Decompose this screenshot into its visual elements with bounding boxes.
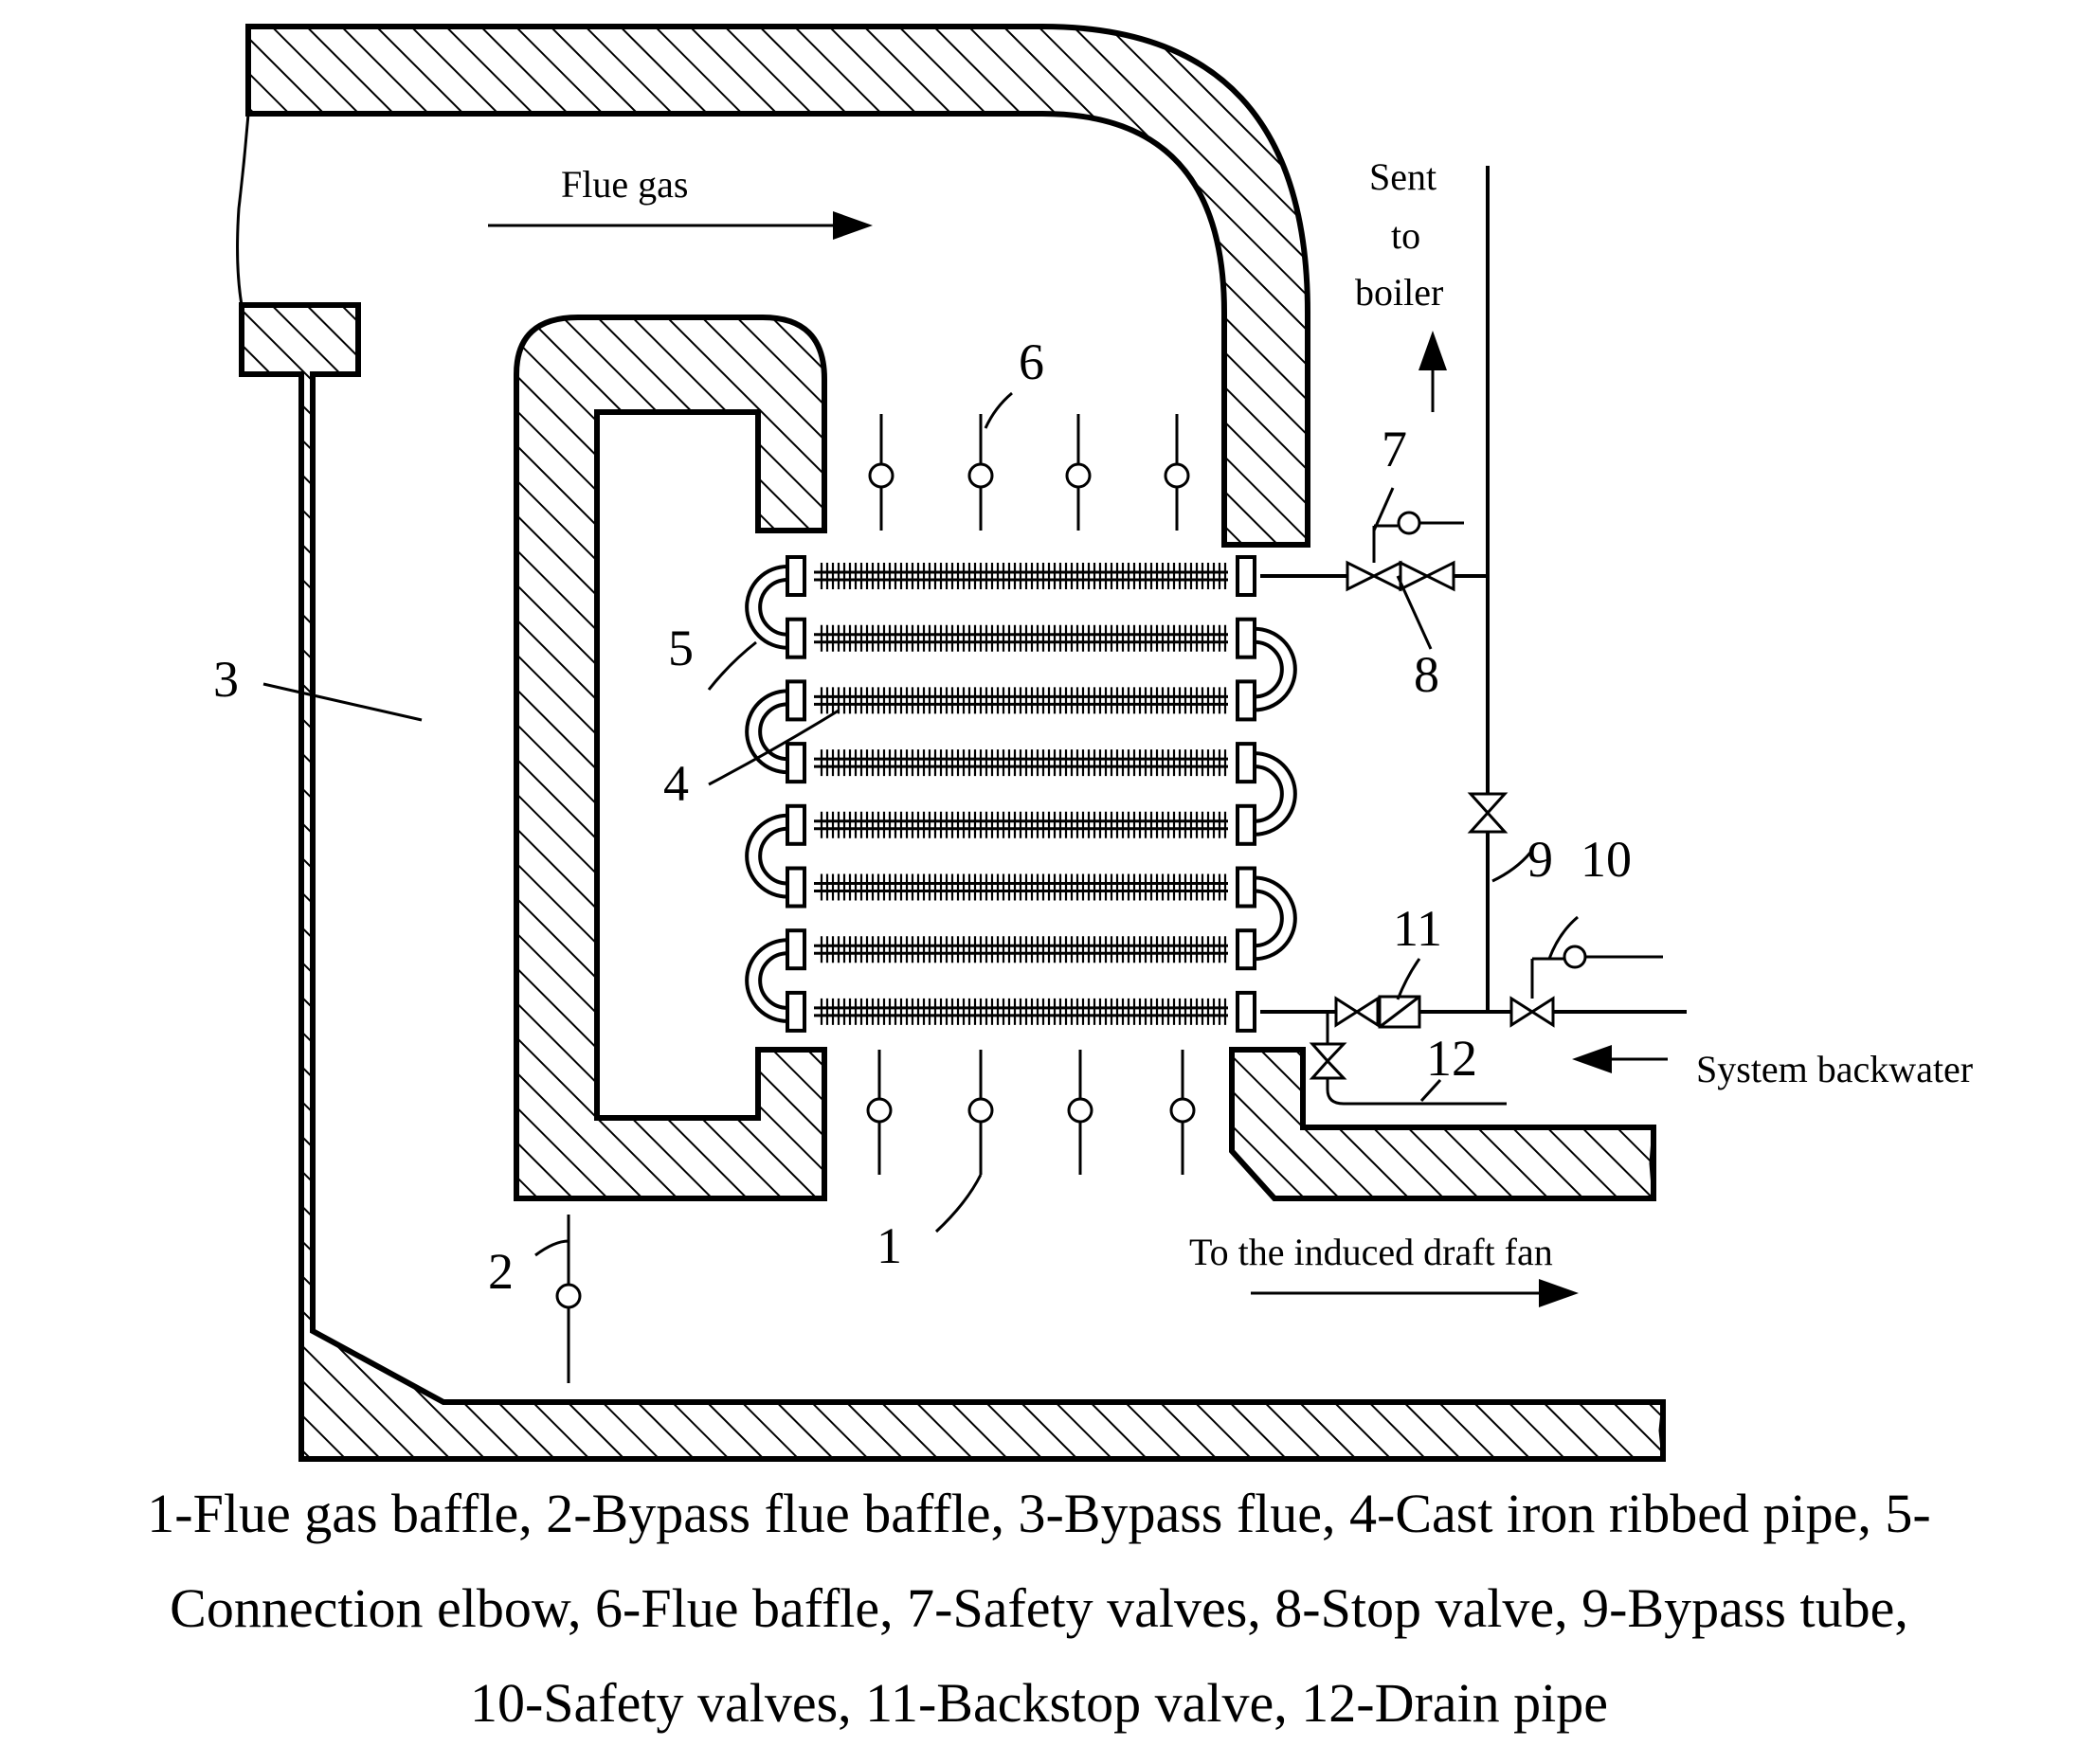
ribbed-pipe-bank	[745, 555, 1297, 1033]
bypass-valve	[1467, 792, 1509, 834]
connection-elbow	[745, 938, 788, 1023]
pipe-rib-group	[820, 749, 1227, 777]
connection-elbow-inner	[758, 826, 788, 886]
label-7: 7	[1382, 421, 1407, 477]
caption-line-2: Connection elbow, 6-Flue baffle, 7-Safet…	[170, 1577, 1908, 1639]
right-break-line-mid	[1649, 1126, 1655, 1199]
label-3: 3	[213, 651, 239, 708]
safety-valve-top	[1372, 511, 1464, 563]
pipe-flange	[786, 679, 806, 722]
pipe-flange	[1236, 679, 1256, 722]
connection-elbow-inner	[758, 951, 788, 1010]
left-break-line	[236, 27, 250, 306]
flue-baffles-bottom	[866, 1050, 1196, 1175]
drain-valve	[1309, 1012, 1507, 1106]
backstop-valve	[1334, 995, 1421, 1029]
pipe-flange	[786, 617, 806, 659]
pipe-flange	[786, 990, 806, 1033]
pipe-rib-group	[820, 624, 1227, 652]
label-10: 10	[1581, 831, 1632, 888]
connection-elbow	[745, 813, 788, 899]
pipe-flange	[1236, 990, 1256, 1033]
pipe-flange	[786, 803, 806, 846]
figure-caption: 1-Flue gas baffle, 2-Bypass flue baffle,…	[0, 1467, 2078, 1751]
connection-elbow	[745, 689, 788, 775]
bypass-flue-wall-main	[239, 302, 1666, 1462]
pipe-flange	[1236, 617, 1256, 659]
connection-elbow-inner	[758, 702, 788, 762]
pipe-flange	[786, 742, 806, 784]
induced-draft-fan-label: To the induced draft fan	[1189, 1231, 1553, 1273]
pipe-flange	[1236, 555, 1256, 597]
boiler-label: boiler	[1355, 271, 1443, 314]
connection-elbow	[1254, 875, 1297, 962]
connection-elbow-inner	[1254, 889, 1284, 948]
right-break-line-bottom	[1658, 1401, 1665, 1460]
pipe-rib-group	[820, 811, 1227, 838]
label-1: 1	[876, 1217, 902, 1274]
pipe-flange	[786, 555, 806, 597]
pipe-flange	[1236, 866, 1256, 909]
connection-elbow-inner	[1254, 765, 1284, 823]
flue-gas-label: Flue gas	[561, 163, 688, 206]
label-2: 2	[488, 1243, 514, 1300]
connection-elbow	[1254, 751, 1297, 837]
bypass-flue-baffle	[555, 1215, 582, 1383]
pipe-rib-group	[820, 687, 1227, 714]
flue-baffles-top	[868, 414, 1190, 531]
pipe-rib-group	[820, 998, 1227, 1025]
safety-valve-bottom	[1530, 945, 1663, 999]
pipe-flange	[786, 866, 806, 909]
label-4: 4	[663, 755, 689, 812]
label-12: 12	[1426, 1030, 1477, 1087]
pipe-flange	[1236, 803, 1256, 846]
pipe-rib-group	[820, 873, 1227, 901]
pipe-rib-group	[820, 563, 1227, 589]
label-9: 9	[1527, 831, 1553, 888]
label-5: 5	[668, 620, 694, 676]
lower-right-wall	[1229, 1047, 1656, 1201]
pipe-flange	[1236, 742, 1256, 784]
heat-exchanger-diagram: Flue gas Sent to boiler To the induced d…	[213, 24, 1973, 1462]
label-6: 6	[1019, 333, 1044, 390]
inner-c-baffle	[514, 315, 827, 1201]
pipe-flange	[1236, 928, 1256, 971]
connection-elbow	[745, 565, 788, 650]
connection-elbow-inner	[1254, 639, 1284, 699]
sent-label: Sent	[1369, 155, 1437, 198]
outer-top-wall	[245, 24, 1310, 548]
leader-lines	[262, 391, 1579, 1257]
connection-elbow-inner	[758, 578, 788, 637]
label-11: 11	[1393, 900, 1442, 957]
caption-line-1: 1-Flue gas baffle, 2-Bypass flue baffle,…	[147, 1483, 1931, 1544]
label-8: 8	[1414, 646, 1439, 703]
system-backwater-label: System backwater	[1696, 1048, 1973, 1090]
inlet-stop-valve	[1509, 996, 1555, 1028]
connection-elbow	[1254, 626, 1297, 712]
caption-line-3: 10-Safety valves, 11-Backstop valve, 12-…	[469, 1672, 1608, 1734]
to-label: to	[1391, 214, 1420, 257]
pipe-flange	[786, 928, 806, 971]
pipe-rib-group	[820, 936, 1227, 963]
